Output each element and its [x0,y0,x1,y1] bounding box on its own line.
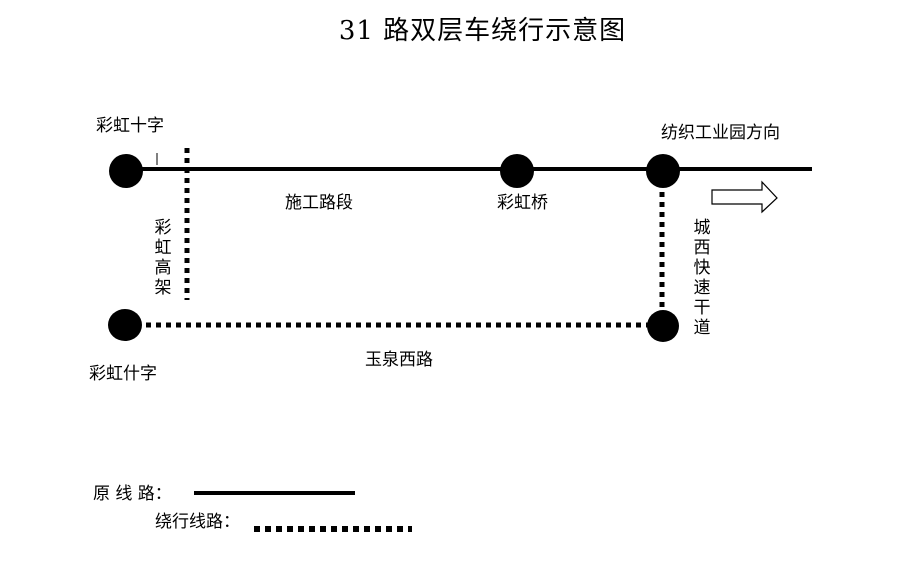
diagram-title: 31 路双层车绕行示意图 [338,16,627,46]
road-label-chengxi: 城西快速干道 [693,218,711,338]
direction-arrow-icon [711,180,778,214]
station-dot-caihong-shizi-south [108,309,142,341]
station-dot-chengxi-junction [647,310,679,342]
station-label-caihong-shizi-south: 彩虹什字 [89,364,157,384]
station-dot-caihong-qiao [500,154,534,188]
station-label-caihong-qiao: 彩虹桥 [497,193,548,213]
station-dot-fangzhi-junction [646,154,680,188]
legend-original-route-label: 原 线 路： [93,484,172,504]
station-dot-caihong-shizi [109,154,143,188]
station-label-caihong-shizi: 彩虹十字 [96,116,164,136]
road-label-construction: 施工路段 [285,193,353,213]
road-label-caihong-gaojia: 彩虹高架 [154,218,172,298]
road-label-yuquan-xilu: 玉泉西路 [365,350,433,370]
direction-label-fangzhi: 纺织工业园方向 [661,123,780,143]
legend-detour-route-label: 绕行线路： [155,512,240,532]
